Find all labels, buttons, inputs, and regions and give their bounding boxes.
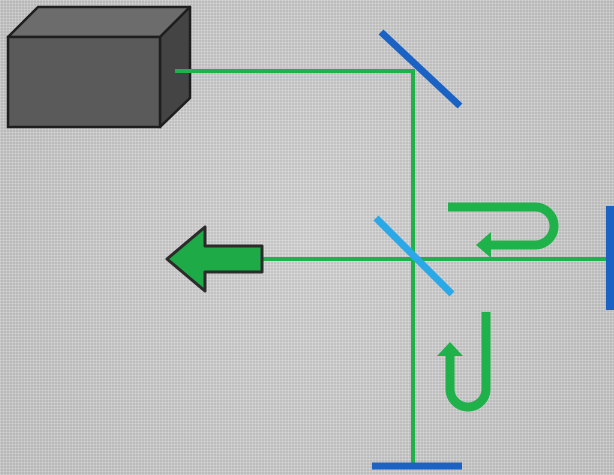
u-turn-right-path (448, 202, 559, 250)
beam-splitter (373, 215, 455, 297)
return-arrow-bottom-arm (445, 312, 491, 412)
u-turn-bottom-path (445, 312, 491, 412)
output-arrow-left (165, 225, 264, 293)
light-source-top (6, 5, 192, 39)
return-arrow-right-arm (448, 202, 559, 250)
u-turn-bottom-arrowhead (437, 342, 463, 356)
fold-mirror (378, 29, 463, 109)
light-source (6, 5, 192, 129)
beam-paths (175, 69, 607, 463)
light-source-front (6, 35, 162, 129)
u-turn-right-arrowhead (476, 232, 491, 258)
